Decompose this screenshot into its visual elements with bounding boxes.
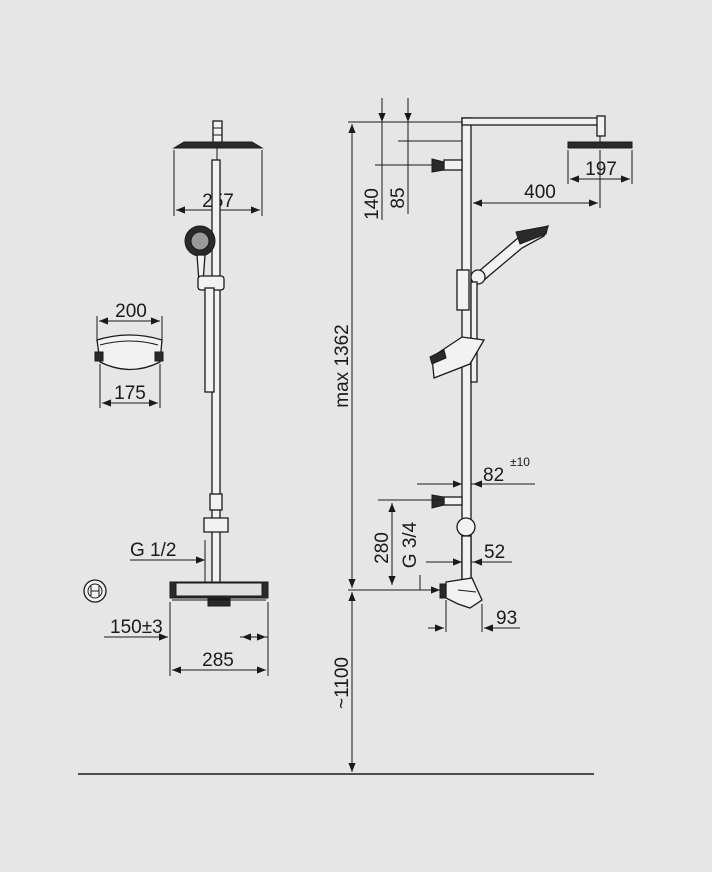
dim-wall-distance-tolerance: ±10 (510, 455, 530, 469)
dim-arm-length: 400 (524, 182, 556, 203)
dim-top-offset: 140 (362, 188, 383, 220)
dim-inlet-depth: 52 (484, 542, 505, 563)
wall-fitting-icon (83, 579, 107, 603)
dim-thermostat-width: 285 (202, 650, 234, 671)
riser-pipe-front (203, 159, 229, 589)
overhead-shower-front (172, 120, 264, 160)
dim-bracket-height: 280 (372, 532, 393, 564)
dim-head-diameter: 197 (585, 159, 617, 180)
hand-shower-front (184, 225, 225, 393)
dim-holder-top: 200 (115, 301, 147, 322)
thermostat-side (439, 577, 483, 609)
soap-holder-side (429, 336, 486, 379)
thermostat-front (169, 581, 269, 607)
dim-max-height: max 1362 (332, 324, 353, 407)
label-inlet-thread-front: G 1/2 (130, 540, 176, 561)
soap-holder-front (94, 334, 164, 371)
dim-wall-distance: 82 (483, 465, 504, 486)
dim-holder-bottom: 175 (114, 383, 146, 404)
hand-shower-side (456, 224, 550, 383)
label-inlet-thread-side: G 3/4 (400, 521, 421, 568)
dim-inlet-spacing: 150±3 (110, 617, 163, 638)
side-view: 140 85 max 1362 197 400 (332, 98, 633, 772)
dim-thermostat-depth: 93 (496, 608, 517, 629)
dim-top-offset-small: 85 (388, 187, 409, 208)
front-view: 257 200 175 (83, 120, 269, 676)
dim-floor-height: ~1100 (332, 657, 353, 709)
